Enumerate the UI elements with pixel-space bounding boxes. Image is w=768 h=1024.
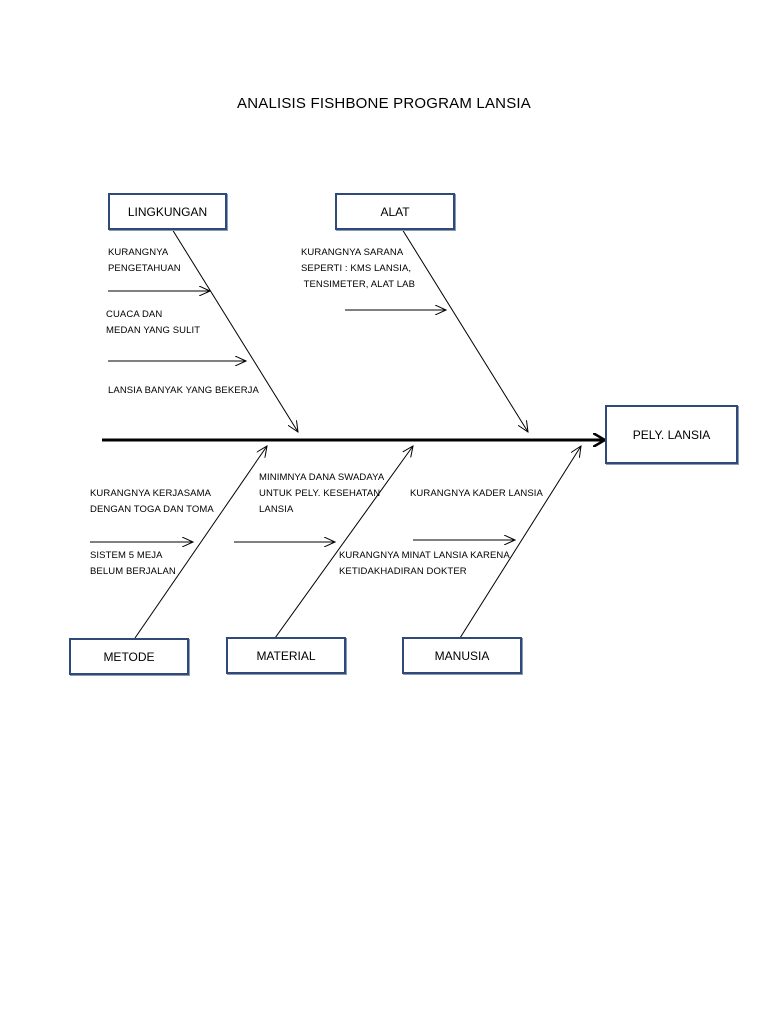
category-box-manusia: MANUSIA	[402, 637, 522, 674]
bone-lingkungan	[171, 228, 298, 432]
bone-alat	[401, 228, 528, 432]
effect-box: PELY. LANSIA	[605, 405, 738, 464]
cause-label-kerjasama: KURANGNYA KERJASAMA DENGAN TOGA DAN TOMA	[90, 488, 214, 515]
cause-label-dana: MINIMNYA DANA SWADAYA UNTUK PELY. KESEHA…	[259, 472, 385, 515]
cause-label-sarana: KURANGNYA SARANA SEPERTI : KMS LANSIA, T…	[301, 247, 416, 290]
bone-metode	[134, 446, 267, 639]
cause-label-pengetahuan: KURANGNYA PENGETAHUAN	[108, 247, 181, 274]
category-box-material: MATERIAL	[226, 637, 346, 674]
cause-label-bekerja: LANSIA BANYAK YANG BEKERJA	[108, 385, 259, 396]
category-box-lingkungan: LINGKUNGAN	[108, 193, 227, 230]
category-box-alat: ALAT	[335, 193, 455, 230]
bone-material	[274, 446, 413, 639]
diagram-title: ANALISIS FISHBONE PROGRAM LANSIA	[237, 95, 531, 112]
cause-label-minat: KURANGNYA MINAT LANSIA KARENA KETIDAKHAD…	[339, 550, 510, 577]
bone-manusia	[459, 446, 581, 639]
cause-label-kader: KURANGNYA KADER LANSIA	[410, 488, 543, 499]
cause-label-sistem: SISTEM 5 MEJA BELUM BERJALAN	[90, 550, 176, 577]
cause-label-cuaca: CUACA DAN MEDAN YANG SULIT	[106, 309, 201, 336]
category-box-metode: METODE	[69, 638, 189, 675]
